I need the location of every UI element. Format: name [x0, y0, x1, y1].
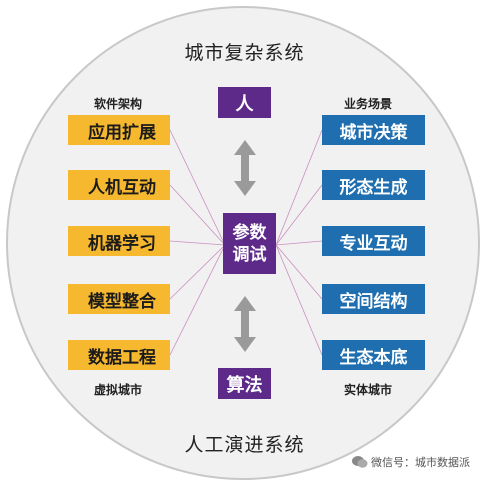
center-top-box: 人 [218, 87, 271, 118]
center-middle-line1: 参数 [232, 222, 267, 243]
right-item-box: 专业互动 [322, 226, 425, 256]
right-item-box: 生态本底 [322, 340, 425, 370]
double-arrow-icon [234, 296, 256, 352]
right-item-box: 空间结构 [322, 284, 425, 314]
double-arrow-icon [234, 140, 256, 196]
center-middle-line2: 调试 [232, 244, 267, 265]
center-bottom-box: 算法 [218, 368, 271, 399]
right-header: 业务场景 [344, 97, 393, 111]
center-middle-box: 参数 调试 [223, 213, 276, 274]
right-item-box: 城市决策 [322, 115, 425, 145]
left-item-box: 模型整合 [68, 284, 170, 314]
left-header: 软件架构 [94, 97, 143, 111]
left-item-box: 人机互动 [68, 170, 170, 200]
watermark: 微信号：城市数据派 [352, 454, 470, 470]
left-item-box: 数据工程 [68, 340, 170, 370]
diagram-title-top: 城市复杂系统 [184, 42, 305, 64]
left-footer: 虚拟城市 [94, 383, 143, 397]
right-item-box: 形态生成 [322, 170, 425, 200]
left-item-box: 应用扩展 [68, 115, 170, 145]
right-footer: 实体城市 [344, 383, 393, 397]
wechat-icon [352, 456, 368, 468]
watermark-text: 微信号：城市数据派 [371, 456, 470, 469]
left-item-box: 机器学习 [68, 226, 170, 256]
diagram-title-bottom: 人工演进系统 [184, 434, 305, 456]
